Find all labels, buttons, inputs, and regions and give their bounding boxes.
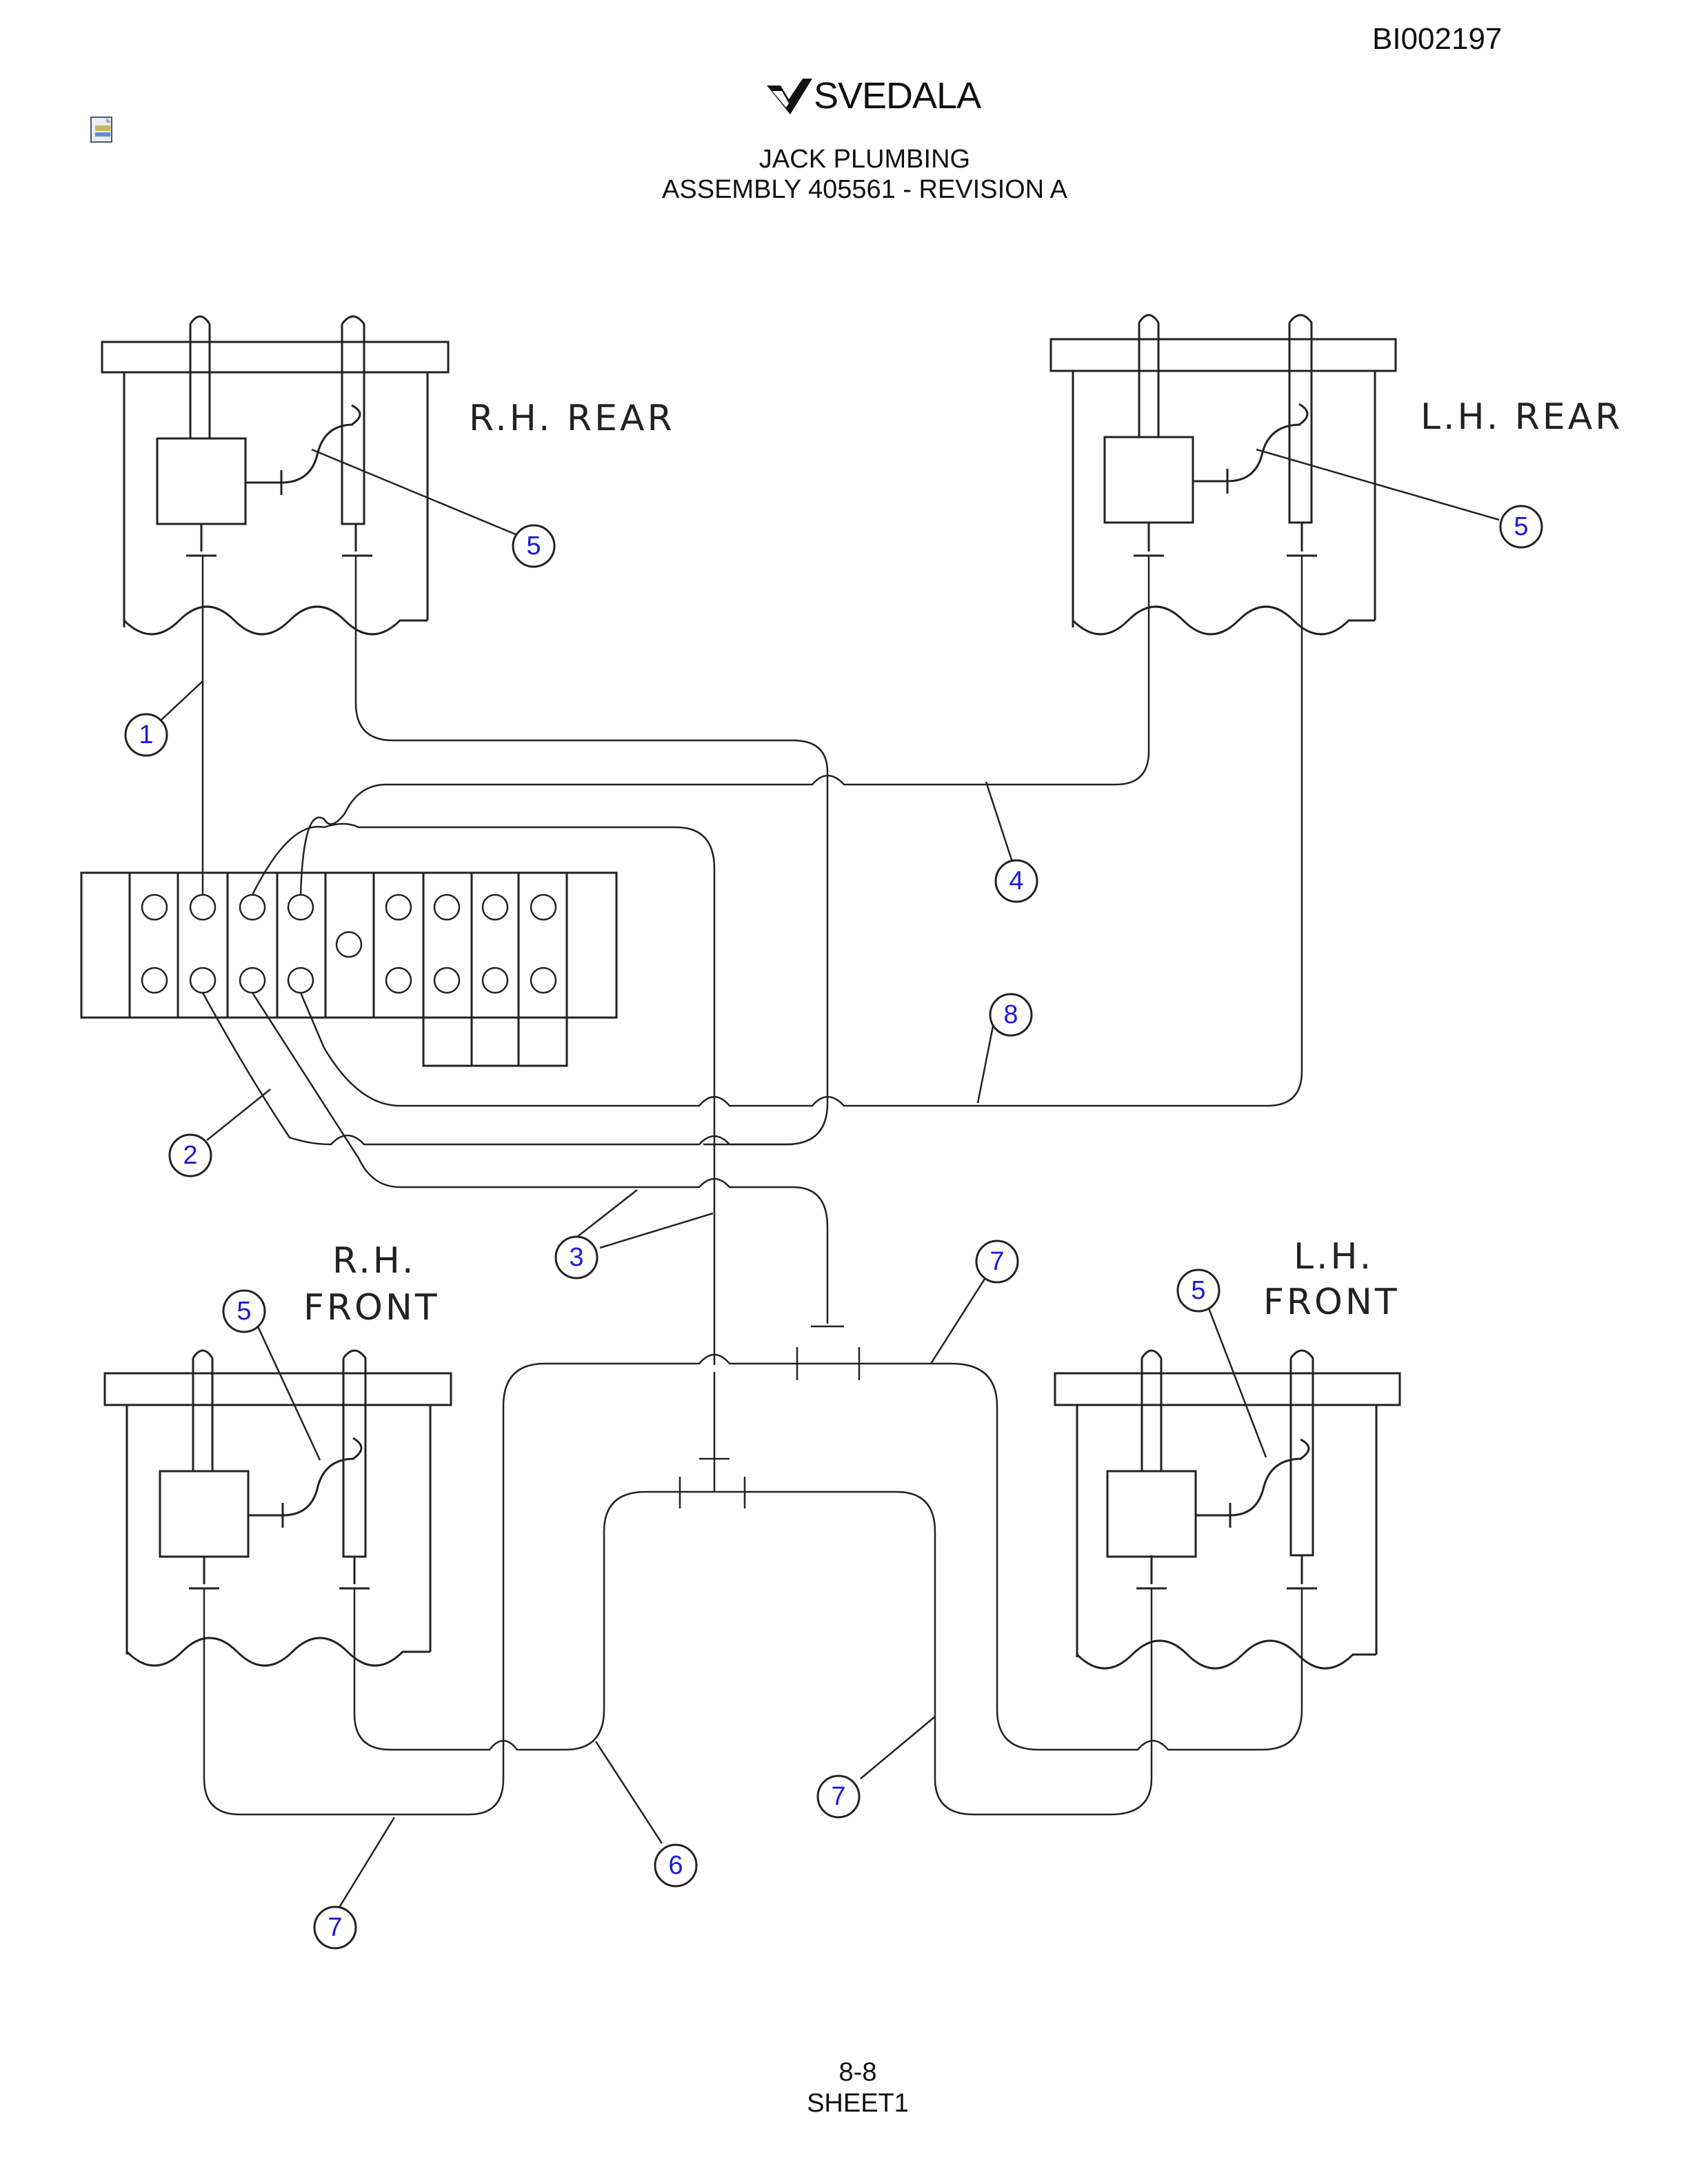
valve-block xyxy=(80,871,618,1067)
drawing-subtitle: ASSEMBLY 405561 - REVISION A xyxy=(662,175,1067,204)
label-lh-rear: L.H. REAR xyxy=(1420,396,1622,438)
callout-5-lh-front: 5 xyxy=(1176,1268,1220,1313)
jack-lh-front: L.H. FRONT xyxy=(1054,1236,1401,1670)
callout-5a-text: 5 xyxy=(526,532,541,560)
callout-5-rh-front: 5 xyxy=(222,1289,266,1333)
logo-wordmark: SVEDALA xyxy=(814,75,981,117)
hoses-upper xyxy=(201,556,1303,1365)
callout-4: 4 xyxy=(994,859,1038,903)
callout-3-text: 3 xyxy=(569,1243,583,1272)
callout-1-text: 1 xyxy=(139,720,153,749)
callout-7a-text: 7 xyxy=(989,1247,1004,1276)
callout-7-upper: 7 xyxy=(975,1240,1019,1284)
callout-5c-text: 5 xyxy=(237,1297,251,1326)
callout-7c-text: 7 xyxy=(328,1913,342,1942)
callout-6: 6 xyxy=(654,1843,698,1888)
callout-7-lower: 7 xyxy=(313,1905,357,1950)
callout-8: 8 xyxy=(989,993,1033,1037)
callout-7b-text: 7 xyxy=(831,1782,845,1811)
drawing-title: JACK PLUMBING xyxy=(758,145,971,174)
document-id: BI002197 xyxy=(1372,22,1503,56)
document-icon[interactable] xyxy=(88,114,119,145)
sheet-label: SHEET1 xyxy=(807,2089,909,2118)
callout-8-text: 8 xyxy=(1003,1000,1018,1029)
label-rh-rear: R.H. REAR xyxy=(469,398,675,439)
callout-2: 2 xyxy=(168,1133,212,1177)
callout-5d-text: 5 xyxy=(1191,1276,1205,1305)
jack-lh-rear: L.H. REAR xyxy=(1049,314,1622,636)
hoses-lower xyxy=(203,1347,1303,1816)
label-rh-front-1: R.H. xyxy=(332,1240,416,1282)
callout-1: 1 xyxy=(124,713,168,757)
svedala-logo-icon xyxy=(767,79,812,114)
jack-rh-rear: R.H. REAR xyxy=(101,315,675,636)
jack-rh-front: R.H. FRONT xyxy=(103,1240,452,1667)
page-number: 8-8 xyxy=(838,2058,877,2087)
callout-2-text: 2 xyxy=(183,1141,197,1170)
callout-5b-text: 5 xyxy=(1514,512,1528,541)
callout-4-text: 4 xyxy=(1009,867,1023,896)
callout-6-text: 6 xyxy=(668,1851,683,1880)
label-rh-front-2: FRONT xyxy=(303,1287,440,1328)
label-lh-front-2: FRONT xyxy=(1263,1282,1400,1323)
label-lh-front-1: L.H. xyxy=(1294,1236,1374,1277)
leader-lines xyxy=(159,448,1500,1910)
callout-7-mid: 7 xyxy=(816,1775,861,1819)
callout-5-rh-rear: 5 xyxy=(512,524,556,568)
callout-3: 3 xyxy=(554,1235,599,1280)
callout-5-lh-rear: 5 xyxy=(1499,505,1543,549)
